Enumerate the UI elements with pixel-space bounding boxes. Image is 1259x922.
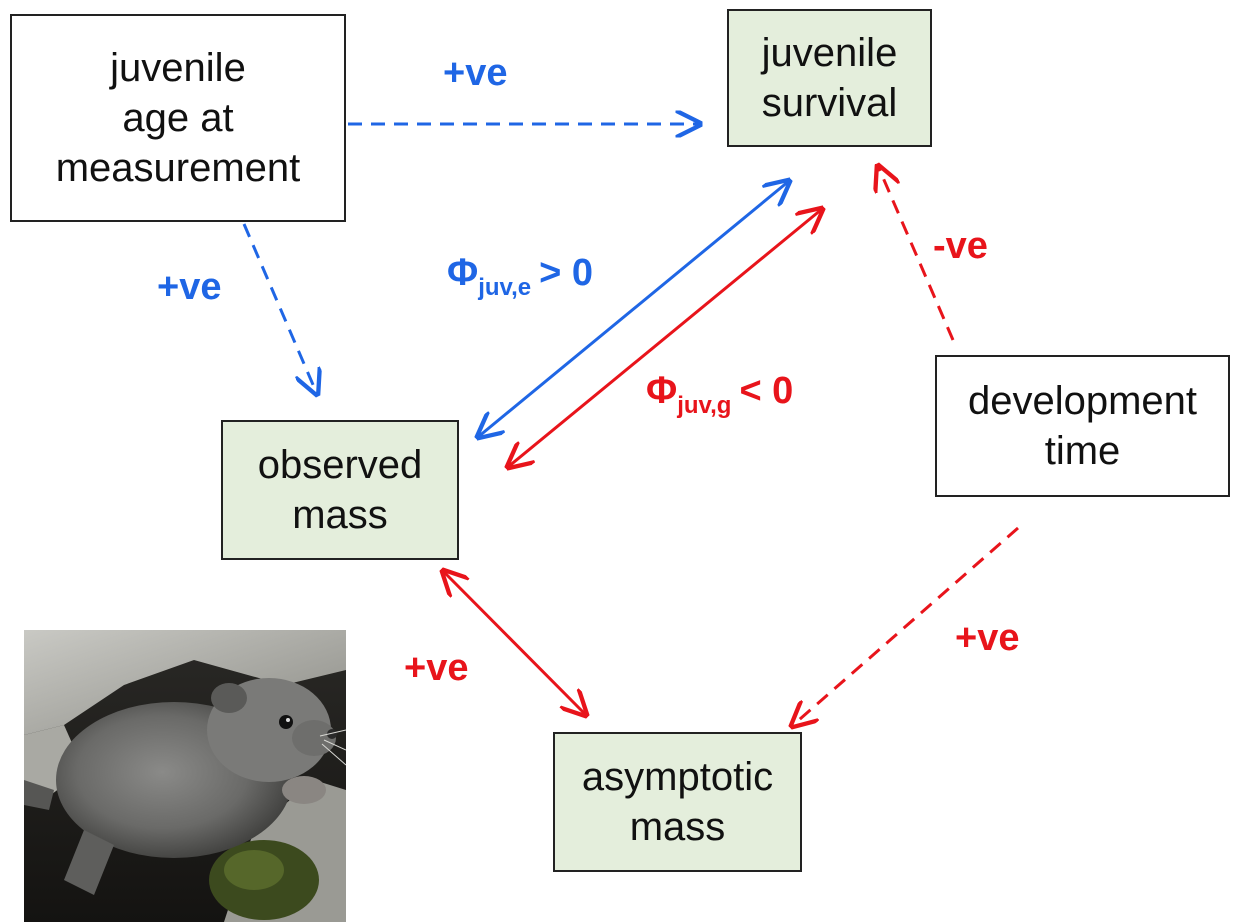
node-juvenile-survival: juvenile survival bbox=[727, 9, 932, 147]
label-observed-asymptotic: +ve bbox=[404, 647, 469, 689]
node-line: mass bbox=[292, 493, 388, 537]
arrow-observed-asymptotic bbox=[443, 571, 586, 715]
phi-relation: > 0 bbox=[539, 252, 594, 294]
label-phi-e: Φjuv,e > 0 bbox=[447, 252, 594, 301]
node-line: survival bbox=[761, 81, 898, 125]
label-devtime-to-survival: -ve bbox=[933, 225, 988, 267]
node-line: age at bbox=[122, 96, 234, 140]
node-line: juvenile bbox=[761, 31, 898, 75]
node-development-time: development time bbox=[935, 355, 1230, 497]
phi-symbol: Φ bbox=[646, 370, 678, 412]
phi-symbol: Φ bbox=[447, 252, 479, 294]
node-asymptotic-mass: asymptotic mass bbox=[553, 732, 802, 872]
arrow-age-to-observed bbox=[242, 223, 317, 394]
label-age-to-survival: +ve bbox=[443, 52, 508, 94]
node-observed-mass: observed mass bbox=[221, 420, 459, 560]
phi-subscript: juv,e bbox=[478, 274, 532, 301]
node-juvenile-age: juvenile age at measurement bbox=[10, 14, 346, 222]
arrow-devtime-to-asymptotic bbox=[792, 526, 1019, 726]
node-line: asymptotic bbox=[581, 755, 774, 799]
node-line: mass bbox=[629, 805, 726, 849]
arrow-devtime-to-survival bbox=[878, 166, 955, 341]
label-phi-g: Φjuv,g < 0 bbox=[646, 370, 794, 419]
node-line: juvenile bbox=[110, 46, 246, 90]
node-line: time bbox=[1044, 429, 1121, 473]
node-line: observed bbox=[257, 443, 423, 487]
label-devtime-to-asymptotic: +ve bbox=[955, 617, 1020, 659]
label-age-to-observed: +ve bbox=[157, 266, 222, 308]
arrow-phi-g bbox=[508, 209, 822, 467]
phi-subscript: juv,g bbox=[677, 392, 732, 419]
vole-photo bbox=[24, 630, 346, 922]
node-line: development bbox=[967, 379, 1198, 423]
phi-relation: < 0 bbox=[739, 370, 794, 412]
node-line: measurement bbox=[55, 146, 301, 190]
